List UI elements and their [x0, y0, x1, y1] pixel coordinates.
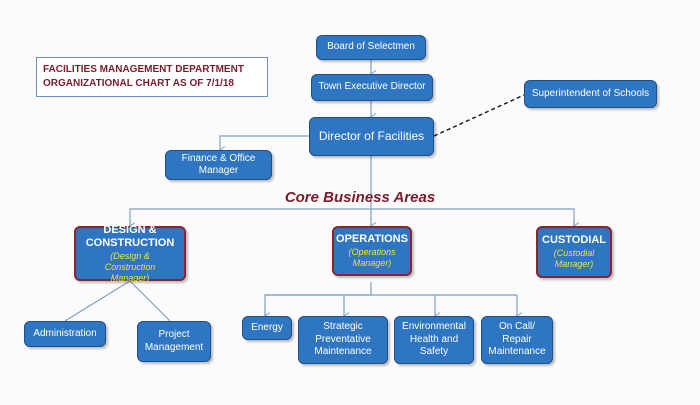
node-director-label: Director of Facilities [318, 129, 425, 143]
line-design-project [129, 280, 171, 322]
node-operations-name: OPERATIONS [336, 233, 408, 246]
node-energy-label: Energy [251, 321, 283, 333]
line-director-superintendent [433, 94, 525, 137]
node-board-label: Board of Selectmen [327, 41, 415, 53]
node-finance-office-manager: Finance & Office Manager [165, 150, 272, 180]
line-areas-bar [129, 208, 575, 226]
node-design-manager: (Design & Construction Manager) [104, 251, 156, 283]
node-oncall-label: On Call/ Repair Maintenance [488, 321, 546, 358]
node-director-of-facilities: Director of Facilities [309, 117, 434, 156]
node-operations: OPERATIONS (Operations Manager) [332, 226, 412, 276]
node-superintendent-of-schools: Superintendent of Schools [524, 80, 657, 108]
node-custodial-manager: (Custodial Manager) [553, 248, 595, 269]
node-board-of-selectmen: Board of Selectmen [316, 35, 426, 60]
node-administration-label: Administration [33, 327, 97, 339]
core-business-areas-heading: Core Business Areas [284, 189, 436, 206]
node-energy: Energy [242, 316, 292, 340]
node-environmental-label: Environmental Health and Safety [402, 321, 466, 358]
node-town-executive-director: Town Executive Director [311, 74, 433, 101]
node-project-management: Project Management [137, 321, 211, 362]
chart-title-line2: ORGANIZATIONAL CHART AS OF 7/1/18 [43, 78, 234, 89]
node-ted-label: Town Executive Director [318, 81, 426, 93]
node-superintendent-label: Superintendent of Schools [531, 87, 650, 99]
node-custodial: CUSTODIAL (Custodial Manager) [536, 226, 612, 278]
line-director-finance [220, 135, 309, 150]
node-design-construction: DESIGN & CONSTRUCTION (Design & Construc… [74, 223, 186, 283]
chart-title: FACILITIES MANAGEMENT DEPARTMENT ORGANIZ… [36, 57, 268, 97]
node-project-label: Project Management [144, 329, 204, 353]
node-strategic-preventative-maintenance: Strategic Preventative Maintenance [298, 316, 388, 364]
node-finance-label: Finance & Office Manager [181, 152, 256, 177]
node-strategic-label: Strategic Preventative Maintenance [314, 321, 372, 358]
node-environmental-health-safety: Environmental Health and Safety [394, 316, 474, 364]
node-administration: Administration [24, 321, 106, 347]
line-design-admin [64, 280, 131, 322]
chart-title-line1: FACILITIES MANAGEMENT DEPARTMENT [43, 63, 244, 75]
node-design-name: DESIGN & CONSTRUCTION [85, 223, 175, 250]
line-operations-bar [264, 282, 372, 316]
node-on-call-repair-maintenance: On Call/ Repair Maintenance [481, 316, 553, 364]
node-custodial-name: CUSTODIAL [542, 234, 606, 247]
node-operations-manager: (Operations Manager) [348, 247, 396, 268]
